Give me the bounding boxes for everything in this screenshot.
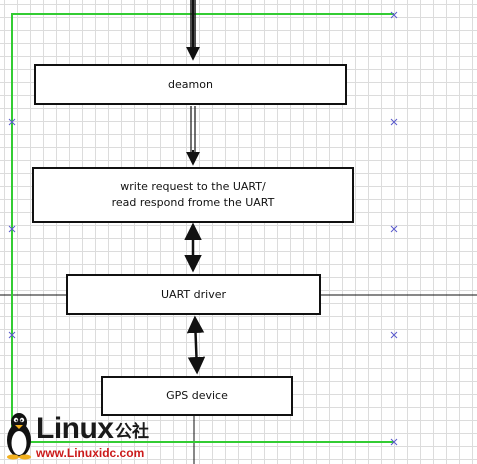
watermark-brand: Linux	[36, 412, 114, 445]
uart-driver-box[interactable]: UART driver	[66, 274, 321, 315]
gps-device-box[interactable]: GPS device	[101, 376, 293, 416]
selection-handles	[8, 11, 398, 446]
uart-request-box[interactable]: write request to the UART/ read respond …	[32, 167, 354, 223]
gps-device-label: GPS device	[166, 389, 228, 402]
watermark-url: www.Linuxidc.com	[36, 446, 145, 460]
green-frame	[11, 13, 394, 443]
linuxidc-watermark: Linux 公社 www.Linuxidc.com	[2, 408, 162, 464]
uart-driver-label: UART driver	[161, 287, 226, 301]
connector-driver-to-gps	[186, 315, 206, 375]
penguin-icon	[7, 413, 31, 460]
connector-input-to-deamon	[186, 0, 200, 61]
deamon-label: deamon	[168, 77, 213, 91]
connector-deamon-to-request	[186, 106, 200, 166]
uart-request-label: write request to the UART/ read respond …	[111, 180, 275, 209]
watermark-brand-cn: 公社	[115, 422, 149, 442]
deamon-box[interactable]: deamon	[34, 64, 347, 105]
